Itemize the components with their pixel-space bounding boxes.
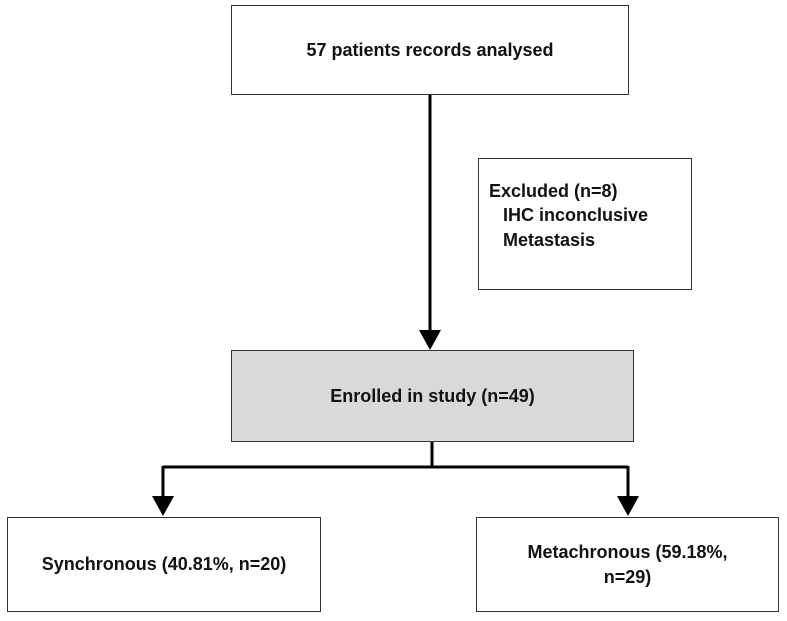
metachronous-box: Metachronous (59.18%, n=29) <box>476 517 779 612</box>
arrowhead-synchronous <box>152 496 174 516</box>
excluded-reason-metastasis: Metastasis <box>503 229 596 250</box>
arrowhead-enrolled <box>419 330 441 350</box>
records-analysed-box: 57 patients records analysed <box>231 5 629 95</box>
arrowhead-metachronous <box>617 496 639 516</box>
enrolled-label: Enrolled in study (n=49) <box>330 385 535 406</box>
excluded-box: Excluded (n=8) IHC inconclusive Metastas… <box>478 158 692 290</box>
excluded-title: Excluded (n=8) <box>489 181 618 201</box>
synchronous-box: Synchronous (40.81%, n=20) <box>7 517 321 612</box>
excluded-reason-ihc: IHC inconclusive <box>503 205 649 226</box>
enrolled-box: Enrolled in study (n=49) <box>231 350 634 442</box>
metachronous-label-line1: Metachronous (59.18%, <box>527 542 728 563</box>
records-analysed-label: 57 patients records analysed <box>306 39 554 60</box>
metachronous-label: Metachronous (59.18%, n=29) <box>527 540 727 589</box>
synchronous-label: Synchronous (40.81%, n=20) <box>41 554 287 575</box>
metachronous-label-line2: n=29) <box>603 566 652 587</box>
